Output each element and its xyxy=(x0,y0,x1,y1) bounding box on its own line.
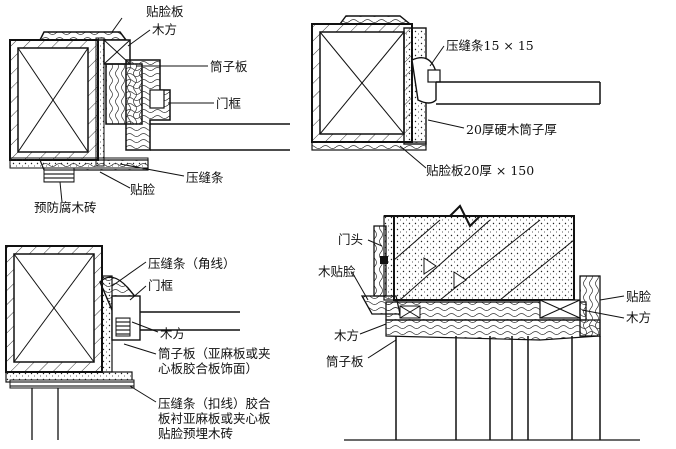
label-casing-board-bl: 筒子板（亚麻板或夹心板胶合板饰面） xyxy=(158,346,271,376)
panel-top-left-section xyxy=(9,17,290,203)
label-timber-block-br-left: 木方 xyxy=(334,328,360,343)
label-preserved-brick: 预防腐木砖 xyxy=(34,200,97,215)
label-cover-strip-snap: 压缝条（扣线）胶合板衬亚麻板或夹心板贴脸预埋木砖 xyxy=(158,396,271,441)
label-wood-facing: 木贴脸 xyxy=(318,264,356,279)
label-casing-board: 筒子板 xyxy=(210,59,248,74)
label-facing: 贴脸 xyxy=(130,182,156,197)
label-timber-block-br-right: 木方 xyxy=(626,310,652,325)
label-cover-strip-size: 压缝条15 × 15 xyxy=(446,38,534,53)
label-door-head: 门头 xyxy=(338,232,364,247)
label-hardwood-casing: 20厚硬木筒子厚 xyxy=(466,122,557,137)
panel-bottom-left-section xyxy=(5,245,240,440)
label-facing-board: 贴脸板 xyxy=(146,4,184,19)
label-door-frame-bl: 门框 xyxy=(148,278,174,293)
panel-bottom-right-section xyxy=(344,204,640,441)
label-casing-board-br: 筒子板 xyxy=(326,354,364,369)
panel-top-right-section xyxy=(311,15,601,169)
label-timber-block-bl: 木方 xyxy=(160,326,186,341)
label-cover-strip-corner: 压缝条（角线） xyxy=(148,256,236,271)
label-door-frame: 门框 xyxy=(216,96,242,111)
label-facing-br: 贴脸 xyxy=(626,289,652,304)
label-timber-block: 木方 xyxy=(152,22,178,37)
label-facing-board-size: 贴脸板20厚 × 150 xyxy=(426,163,535,178)
label-cover-strip: 压缝条 xyxy=(186,170,224,185)
